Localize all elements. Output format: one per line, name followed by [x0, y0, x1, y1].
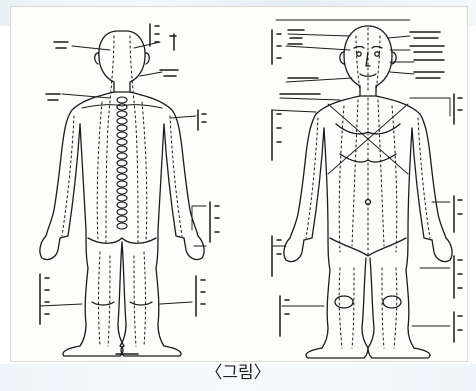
- front-view-label-leaders: [272, 20, 450, 326]
- front-view-figure: [284, 26, 452, 358]
- back-view-figure: [40, 31, 204, 356]
- figure-caption: 〈그림〉: [0, 360, 476, 386]
- acupuncture-meridian-chart: [10, 6, 466, 360]
